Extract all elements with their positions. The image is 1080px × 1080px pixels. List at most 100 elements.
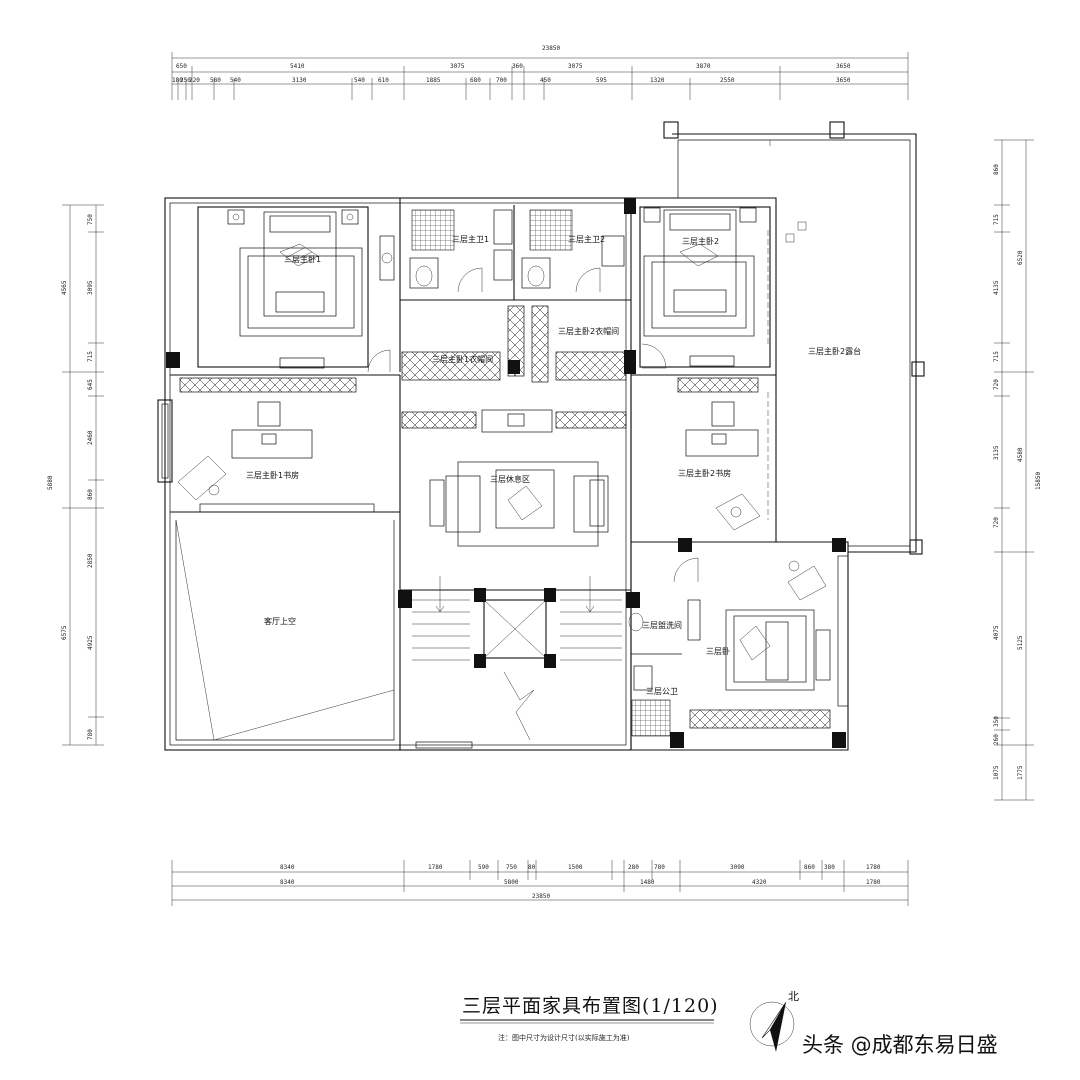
label-laundry: 三层盥洗间 <box>642 620 682 630</box>
master-bed-2-furniture <box>641 207 769 369</box>
north-label: 北 <box>788 990 799 1003</box>
svg-text:610: 610 <box>378 77 389 84</box>
svg-text:580: 580 <box>210 77 221 84</box>
svg-text:750: 750 <box>506 864 517 871</box>
room-labels: 三层主卧1 三层主卫1 三层主卫2 三层主卧2 三层主卧1衣帽间 三层主卧2衣帽… <box>246 234 861 696</box>
svg-text:15850: 15850 <box>1035 472 1042 490</box>
svg-text:1500: 1500 <box>568 864 583 871</box>
svg-text:3095: 3095 <box>87 280 94 295</box>
label-closet-1: 三层主卧1衣帽间 <box>432 354 493 364</box>
drawing-note: 注：图中尺寸为设计尺寸(以实际施工为准) <box>498 1033 630 1042</box>
svg-text:5125: 5125 <box>1017 635 1024 650</box>
svg-text:720: 720 <box>993 379 1000 390</box>
svg-text:540: 540 <box>230 77 241 84</box>
svg-text:595: 595 <box>596 77 607 84</box>
svg-text:5410: 5410 <box>290 63 305 70</box>
dim-right-outer: 6520 4580 5125 1775 15850 <box>1017 250 1042 780</box>
svg-text:6575: 6575 <box>61 625 68 640</box>
svg-text:380: 380 <box>824 864 835 871</box>
svg-text:360: 360 <box>512 63 523 70</box>
svg-text:2850: 2850 <box>87 553 94 568</box>
laundry-bath-fixtures <box>628 557 699 737</box>
dim-left-inner: 750 3095 715 645 2460 860 2850 4925 780 <box>87 214 94 740</box>
svg-text:780: 780 <box>87 729 94 740</box>
svg-text:1885: 1885 <box>426 77 441 84</box>
label-study-1: 三层主卧1书房 <box>246 470 299 480</box>
svg-text:860: 860 <box>804 864 815 871</box>
svg-text:3650: 3650 <box>836 63 851 70</box>
label-master-bath-1: 三层主卫1 <box>452 234 489 244</box>
title-block: 三层平面家具布置图(1/120) 注：图中尺寸为设计尺寸(以实际施工为准) <box>460 995 719 1042</box>
svg-text:1320: 1320 <box>650 77 665 84</box>
label-study-2: 三层主卧2书房 <box>678 468 731 478</box>
svg-text:715: 715 <box>993 351 1000 362</box>
svg-text:4320: 4320 <box>752 879 767 886</box>
svg-text:5800: 5800 <box>504 879 519 886</box>
dim-left-outer: 4565 5880 6575 <box>47 280 68 640</box>
dim-right-inner: 860 715 4135 715 720 3135 720 4075 350 2… <box>993 164 1000 780</box>
svg-text:3075: 3075 <box>450 63 465 70</box>
svg-text:6520: 6520 <box>1017 250 1024 265</box>
study-1-furniture <box>177 377 375 513</box>
svg-text:4925: 4925 <box>87 635 94 650</box>
svg-text:715: 715 <box>993 214 1000 225</box>
svg-text:3075: 3075 <box>568 63 583 70</box>
label-terrace-2: 三层主卧2露台 <box>808 346 861 356</box>
label-public-bath: 三层公卫 <box>646 687 678 696</box>
stairs <box>412 576 622 749</box>
svg-text:250: 250 <box>180 77 191 84</box>
svg-text:180: 180 <box>172 77 183 84</box>
svg-text:4580: 4580 <box>1017 447 1024 462</box>
svg-text:2550: 2550 <box>720 77 735 84</box>
bedroom-furniture <box>687 555 849 729</box>
living-void <box>175 519 395 741</box>
svg-text:750: 750 <box>87 214 94 225</box>
svg-text:1780: 1780 <box>428 864 443 871</box>
dim-top-total: 23850 <box>542 45 560 52</box>
svg-text:590: 590 <box>478 864 489 871</box>
svg-text:860: 860 <box>993 164 1000 175</box>
label-bedroom: 三层卧 <box>706 647 730 656</box>
svg-text:715: 715 <box>87 351 94 362</box>
lounge-furniture <box>429 461 609 547</box>
svg-text:1480: 1480 <box>640 879 655 886</box>
svg-text:350: 350 <box>993 716 1000 727</box>
svg-text:700: 700 <box>496 77 507 84</box>
svg-text:780: 780 <box>654 864 665 871</box>
svg-text:1075: 1075 <box>993 765 1000 780</box>
label-closet-2: 三层主卧2衣帽间 <box>558 326 619 336</box>
svg-text:220: 220 <box>189 77 200 84</box>
dim-top-row2: 650 5410 3075 360 3075 3870 3650 <box>176 63 851 70</box>
svg-text:4075: 4075 <box>993 625 1000 640</box>
svg-text:3090: 3090 <box>730 864 745 871</box>
svg-text:3650: 3650 <box>836 77 851 84</box>
svg-text:1780: 1780 <box>866 864 881 871</box>
top-dimension-lines <box>171 52 909 100</box>
drawing-title: 三层平面家具布置图(1/120) <box>462 995 719 1017</box>
svg-text:280: 280 <box>628 864 639 871</box>
bottom-dimension-lines <box>171 860 909 906</box>
label-master-bath-2: 三层主卫2 <box>568 234 605 244</box>
svg-text:5880: 5880 <box>47 475 54 490</box>
svg-text:8340: 8340 <box>280 879 295 886</box>
svg-text:2460: 2460 <box>87 430 94 445</box>
svg-text:540: 540 <box>354 77 365 84</box>
label-master-bed-2: 三层主卧2 <box>682 236 719 246</box>
bath-1-fixtures <box>409 209 513 293</box>
svg-text:450: 450 <box>540 77 551 84</box>
svg-text:680: 680 <box>470 77 481 84</box>
closets <box>401 305 627 433</box>
dim-bottom-row2: 8340 5800 1480 4320 1780 <box>280 879 881 886</box>
watermark-text: 头条 @成都东易日盛 <box>802 1033 998 1057</box>
right-dimension-lines <box>994 139 1034 801</box>
dim-bottom-row1: 8340 1780 590 750 80 1500 280 780 3090 8… <box>280 864 881 871</box>
label-living-void: 客厅上空 <box>264 616 296 626</box>
label-lounge: 三层休息区 <box>490 474 530 484</box>
svg-text:8340: 8340 <box>280 864 295 871</box>
svg-text:4565: 4565 <box>61 280 68 295</box>
structural-columns <box>166 198 846 748</box>
svg-text:260: 260 <box>993 734 1000 745</box>
svg-text:1780: 1780 <box>866 879 881 886</box>
dim-bottom-total: 23850 <box>532 893 550 900</box>
